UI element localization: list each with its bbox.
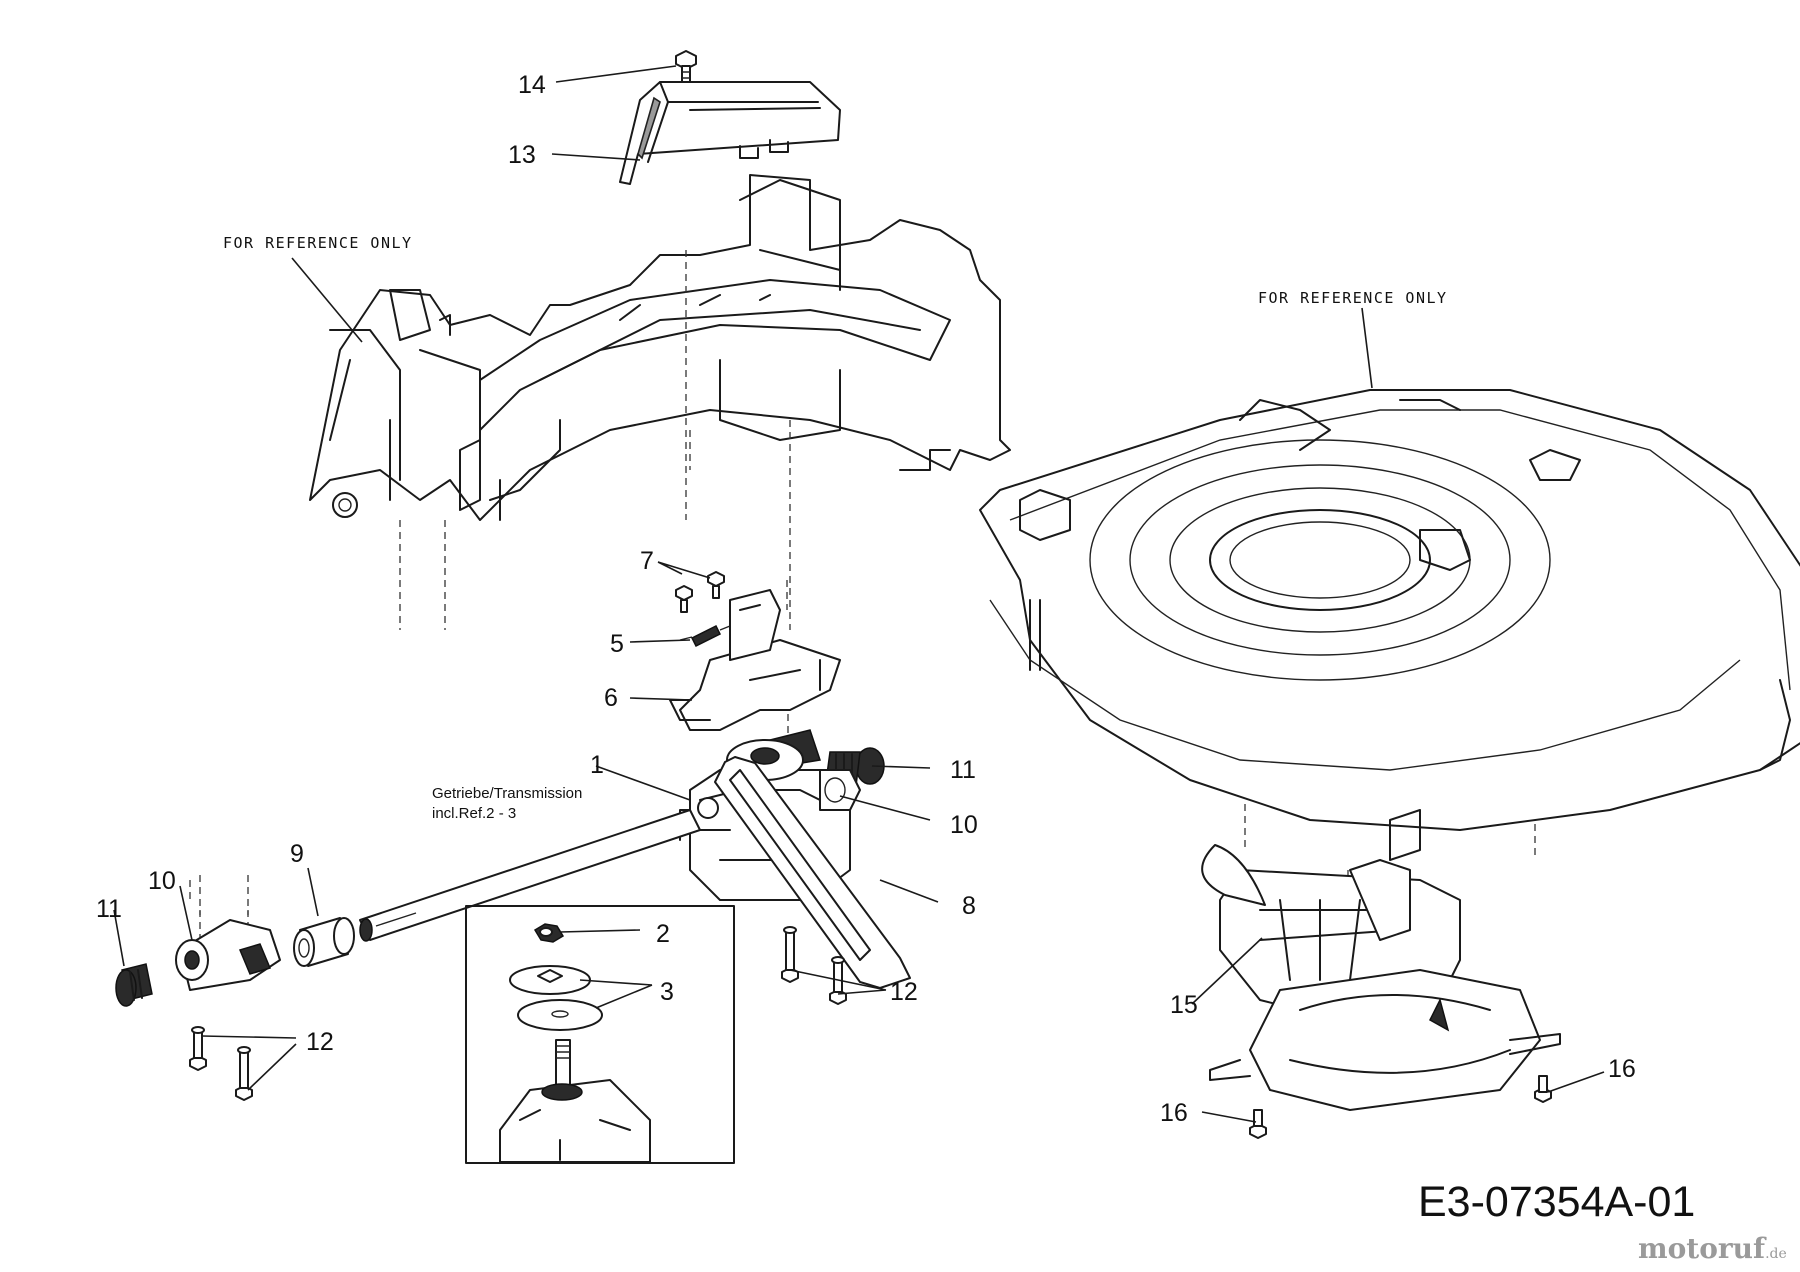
- callout-16-left: 16: [1160, 1099, 1188, 1127]
- callout-5: 5: [610, 630, 624, 658]
- callout-16-right: 16: [1608, 1055, 1636, 1083]
- callout-11-right: 11: [950, 756, 976, 784]
- reference-label-frame: FOR REFERENCE ONLY: [223, 234, 413, 252]
- callout-3: 3: [660, 978, 674, 1006]
- detail-inset: [465, 905, 735, 1164]
- callout-10-right: 10: [950, 811, 978, 839]
- callout-11-left: 11: [96, 895, 122, 923]
- callout-10-left: 10: [148, 867, 176, 895]
- callout-2: 2: [656, 920, 670, 948]
- part-14-bolt: [675, 50, 697, 93]
- mower-deck-housing: [979, 389, 1800, 861]
- callout-12-right: 12: [890, 978, 918, 1006]
- callout-9: 9: [290, 840, 304, 868]
- bagger-adapter-bowl: [1209, 969, 1561, 1111]
- watermark-tld: .de: [1765, 1246, 1787, 1262]
- part-5-spring: [679, 624, 731, 648]
- transmission-note-title: Getriebe/Transmission: [432, 785, 583, 802]
- callout-7: 7: [640, 547, 654, 575]
- axle-shaft: [359, 809, 701, 942]
- drawing-number: E3-07354A-01: [1418, 1178, 1696, 1226]
- callout-13: 13: [508, 141, 536, 169]
- engine-deck-frame: [309, 174, 1011, 521]
- part-8-belt: [714, 756, 911, 989]
- part-16-screws: [1249, 1075, 1552, 1139]
- shift-lever: [729, 589, 781, 661]
- watermark-brand: motoruf: [1638, 1232, 1766, 1265]
- part-12-bolts-right: [781, 926, 847, 1005]
- reference-label-deck: FOR REFERENCE ONLY: [1258, 289, 1448, 307]
- transmission-note-includes: incl.Ref.2 - 3: [432, 805, 517, 822]
- watermark-logo: motoruf.de: [1638, 1232, 1787, 1265]
- callout-1: 1: [590, 751, 604, 779]
- callout-12-left: 12: [306, 1028, 334, 1056]
- part-13-cover: [619, 81, 841, 185]
- callout-8: 8: [962, 892, 976, 920]
- part-10-bearing-right: [819, 769, 861, 811]
- part-9-bushing: [293, 917, 355, 967]
- part-10-bearing-left: [175, 919, 281, 991]
- part-7-screws: [675, 571, 725, 613]
- callout-6: 6: [604, 684, 618, 712]
- callout-15: 15: [1170, 991, 1198, 1019]
- part-12-bolts-left: [189, 1026, 253, 1101]
- callout-14: 14: [518, 71, 546, 99]
- part-11-pinion-left: [115, 963, 153, 1007]
- leader-lines: [113, 65, 1605, 1123]
